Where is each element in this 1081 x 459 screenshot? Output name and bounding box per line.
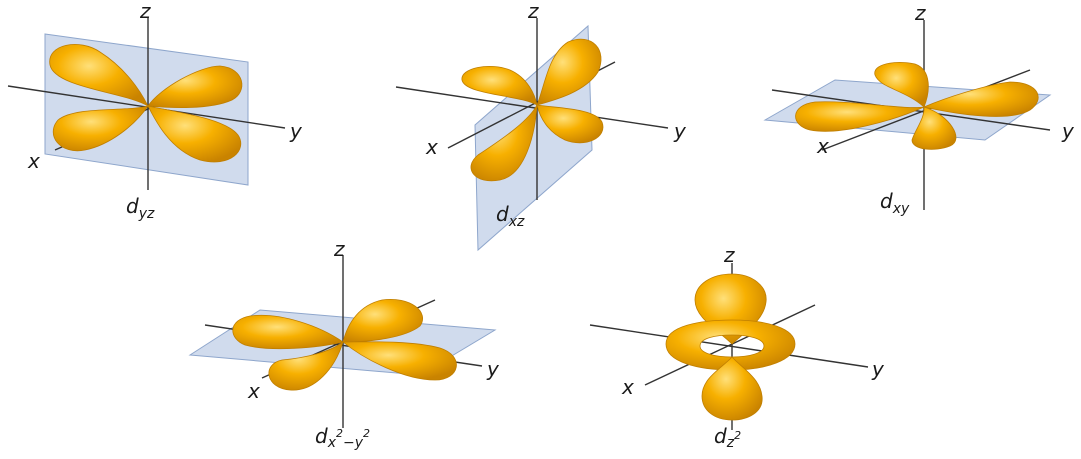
dxz-lobes [461,38,604,182]
lobe [536,38,602,106]
orbital-dxz: z y x dxz [395,0,687,252]
y-axis-label: y [871,357,885,381]
x-axis-label: x [621,375,634,399]
lobe [52,105,149,152]
lobe [922,81,1039,117]
orbital-dx2-y2: z y x dx2−y2 [188,237,500,451]
lobe [461,65,538,106]
lobe [911,106,957,150]
lobe [470,104,538,182]
x-axis-label: x [425,135,438,159]
orbital-dyz: z y x dyz [7,0,303,222]
lobe [49,44,149,108]
lobe [341,341,457,381]
dz2-lobes [665,273,796,421]
orbital-label: dyz [126,194,155,222]
z-axis-label: z [139,0,151,23]
z-axis-label: z [914,1,926,25]
z-axis-label: z [527,0,539,23]
dx2-y2-lobes [232,298,457,391]
lobe [536,104,604,144]
torus-ring [665,319,796,371]
lobe [232,314,344,350]
y-axis-label: y [1061,119,1075,143]
dxy-lobes [795,62,1039,150]
dyz-lobes [49,44,243,163]
y-axis [395,86,669,129]
x-axis [644,304,816,386]
orbital-label: dxz [496,202,525,230]
lobe [147,65,243,109]
y-axis-label: y [289,119,303,143]
orbital-dz2: z y x dz2 [589,243,885,451]
lobe [342,298,423,343]
lobe [874,62,929,108]
x-axis-label: x [27,149,40,173]
orbital-label: dx2−y2 [315,424,370,451]
lobe [147,105,242,163]
z-axis-label: z [333,237,345,261]
bottom-lobe [701,356,763,421]
orbital-label: dz2 [714,424,741,451]
x-axis-label: x [816,134,829,158]
orbital-dxy: z y x dxy [763,1,1075,217]
orbital-label: dxy [880,189,910,217]
lobe [795,101,925,132]
y-axis-label: y [673,119,687,143]
x-axis-label: x [247,379,260,403]
z-axis-label: z [723,243,735,267]
y-axis-label: y [486,357,500,381]
lobe [268,340,344,391]
